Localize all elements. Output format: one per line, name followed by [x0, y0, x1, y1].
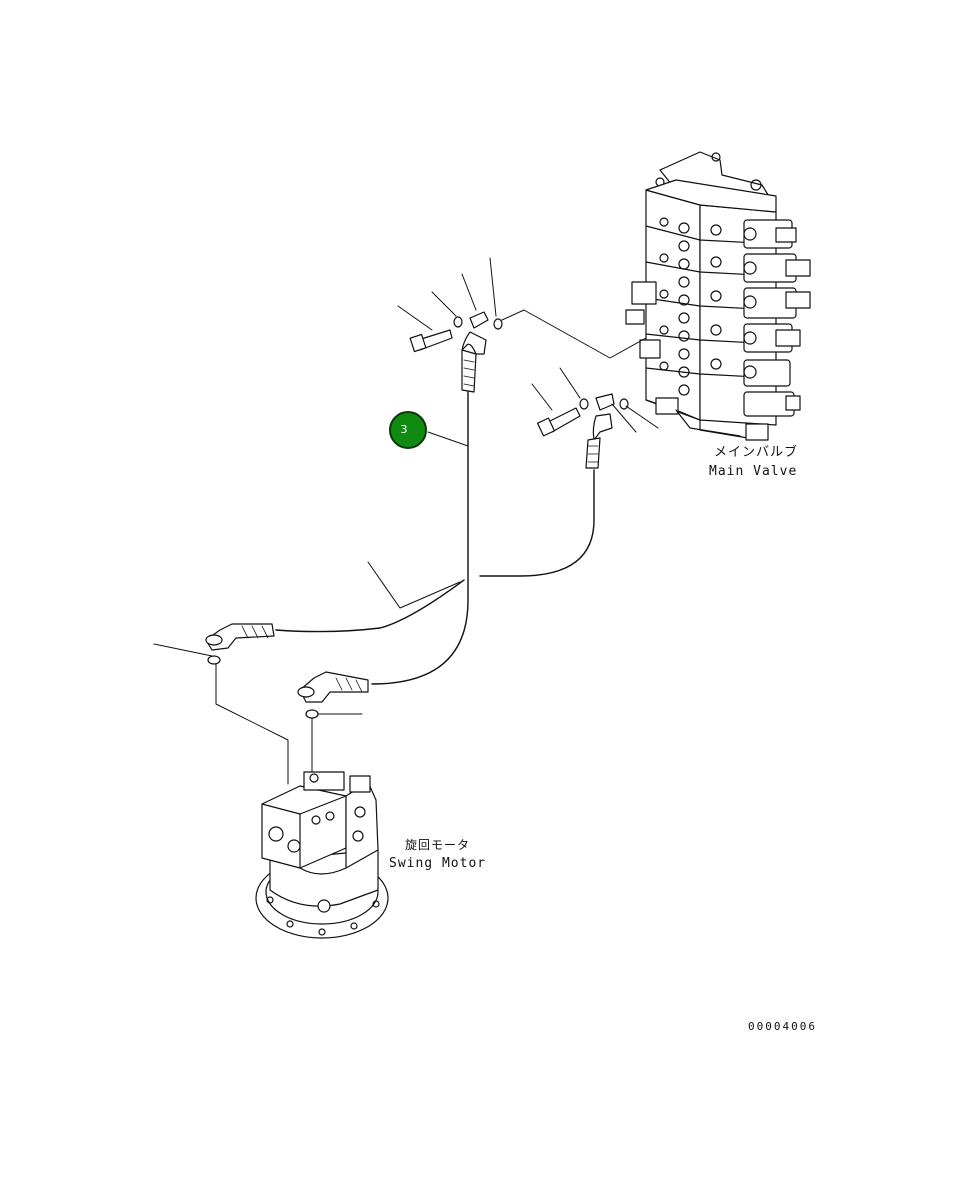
middle-fitting-set [531, 367, 659, 469]
valve-port-bolts [659, 217, 757, 396]
hose-upper [371, 391, 469, 685]
swing-motor [255, 771, 389, 939]
split-flange-middle [595, 393, 615, 411]
o-ring-upper [493, 318, 503, 330]
motor-elbow-right [297, 671, 369, 719]
main-valve-label-ja: メインバルブ [714, 445, 799, 460]
bolt-middle [537, 407, 581, 437]
main-valve [625, 151, 811, 441]
callout-3[interactable]: 3 [389, 411, 427, 449]
washer-upper [453, 316, 463, 328]
split-flange-upper [469, 311, 489, 329]
swing-motor-label-en: Swing Motor [389, 856, 487, 871]
swing-motor-label-ja: 旋回モータ [405, 838, 471, 852]
callout-number: 3 [400, 423, 408, 436]
washer-middle [579, 398, 589, 410]
o-ring-motor-left [207, 655, 221, 665]
main-valve-label-en: Main Valve [709, 464, 798, 479]
upper-fitting-set [397, 257, 647, 393]
hose-end-middle [585, 437, 601, 469]
o-ring-middle [619, 398, 629, 410]
motor-elbow-left [205, 623, 275, 665]
bolt-upper [409, 329, 453, 353]
hoses [275, 391, 595, 685]
o-ring-motor-right [305, 709, 319, 719]
hose-middle [479, 469, 595, 577]
drawing-number: 00004006 [748, 1020, 817, 1033]
